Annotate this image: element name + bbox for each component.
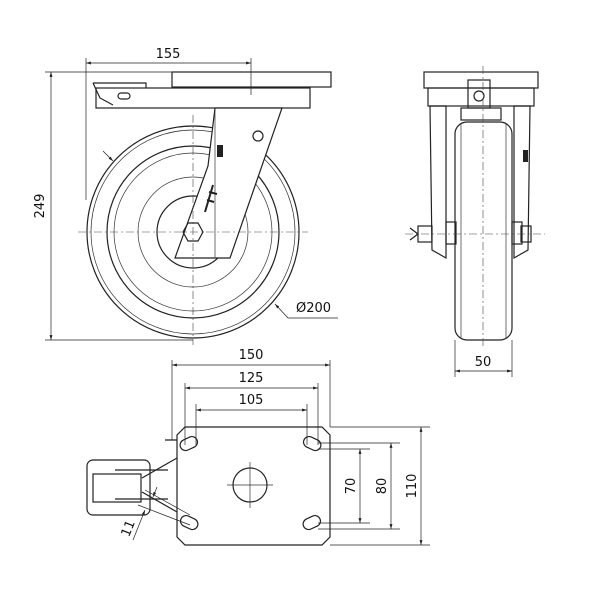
dim-label-155: 155 [156, 47, 181, 62]
top-mount-plate [171, 71, 332, 88]
brake-pin [117, 92, 131, 100]
fork-right [513, 105, 531, 260]
brand-logo [204, 184, 218, 213]
brake-pedal [92, 473, 142, 503]
front-view: 155 249 Ø200 [33, 47, 338, 345]
fork-bolt-hole [252, 130, 264, 142]
brake-lever [92, 82, 147, 106]
side-wheel [454, 121, 513, 341]
wheel-top-outline [86, 459, 151, 516]
dim-label-diameter: Ø200 [296, 301, 331, 316]
dim-label-249: 249 [33, 194, 48, 219]
plate-view: 150 125 105 70 80 110 11 [86, 348, 430, 546]
mounting-slots [179, 435, 322, 531]
dim-label-80: 80 [375, 478, 390, 495]
swivel-housing [95, 87, 311, 109]
logo-mark [217, 145, 223, 157]
dim-label-11: 11 [119, 518, 139, 539]
dim-label-105: 105 [239, 393, 264, 408]
dim-label-150: 150 [239, 348, 264, 363]
fork-leg [174, 107, 283, 259]
dim-leader-diameter [274, 303, 338, 319]
side-brake-housing [467, 79, 491, 109]
mounting-plate [176, 426, 331, 546]
dim-label-70: 70 [344, 478, 359, 495]
dim-label-50: 50 [475, 355, 492, 370]
fork-left [429, 105, 447, 260]
side-view: 50 [405, 66, 545, 377]
dim-label-110: 110 [405, 474, 420, 499]
dim-label-125: 125 [239, 371, 264, 386]
